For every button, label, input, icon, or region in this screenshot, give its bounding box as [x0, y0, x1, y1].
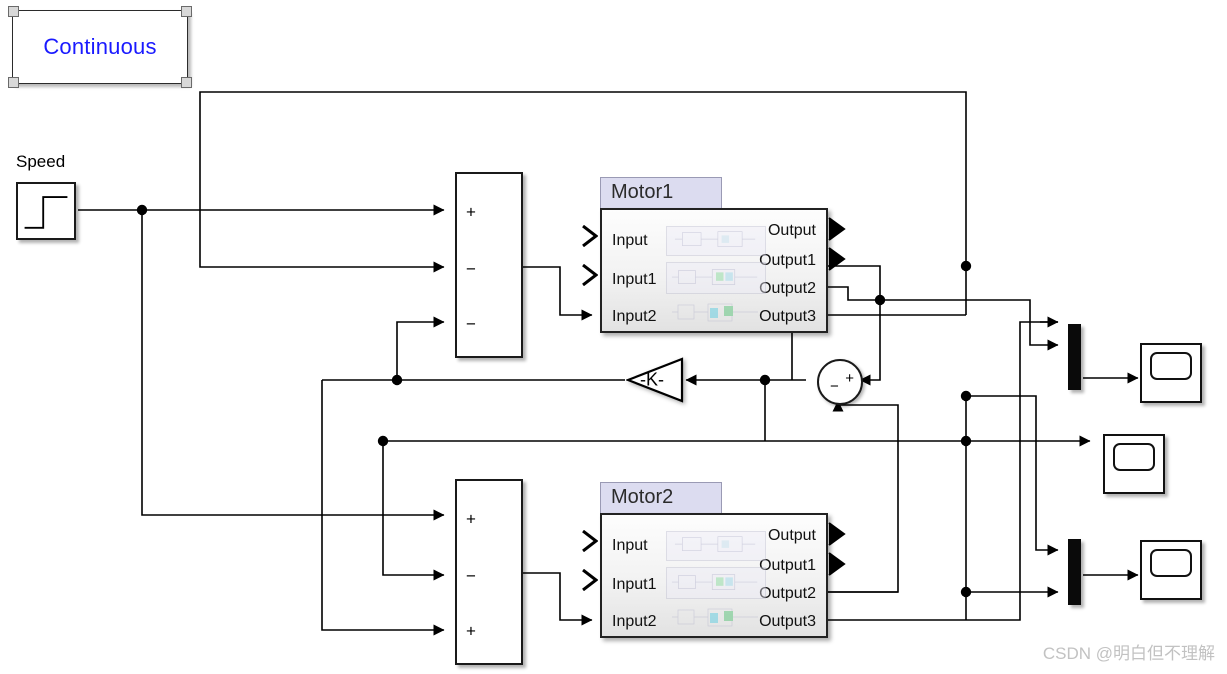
output-chevron-motor1-1 — [828, 247, 846, 271]
output-chevron-motor2-0 — [828, 522, 846, 546]
annotation-continuous[interactable]: Continuous — [8, 6, 192, 88]
round-sum-block[interactable]: + − — [817, 359, 863, 405]
output-chevron-motor2-1 — [828, 552, 846, 576]
mux-block-top[interactable] — [1068, 324, 1081, 390]
scope-screen-icon — [1113, 443, 1155, 471]
sum-sign-2: − — [466, 566, 476, 586]
input-chevron-motor2-0 — [582, 530, 598, 552]
step-block-label: Speed — [16, 152, 66, 171]
sum-block-top[interactable]: + − − — [455, 172, 523, 358]
watermark: CSDN @明白但不理解 — [1042, 644, 1215, 663]
gain-triangle-icon — [626, 357, 684, 403]
input-port-label-1: Input1 — [612, 576, 657, 593]
input-chevron-motor1-0 — [582, 225, 598, 247]
scope-screen-icon — [1150, 549, 1192, 577]
scope-middle[interactable] — [1103, 434, 1165, 494]
sum-sign-1: + — [466, 202, 476, 222]
input-port-label-2: Input2 — [612, 613, 657, 630]
resize-handle-top-left[interactable] — [8, 6, 19, 17]
mux-block-bottom[interactable] — [1068, 539, 1081, 605]
thumbnail-pane-3 — [670, 300, 762, 326]
subsystem-label-motor2: Motor2 — [600, 482, 722, 515]
thumbnail-pane-2 — [666, 567, 766, 599]
input-chevron-motor2-1 — [582, 569, 598, 591]
output-chevron-motor1-0 — [828, 217, 846, 241]
output-port-label-0: Output — [767, 527, 816, 544]
thumbnail-pane-2 — [666, 262, 766, 294]
output-port-label-3: Output3 — [759, 308, 816, 325]
sum-sign-3: − — [466, 314, 476, 334]
step-block[interactable] — [16, 182, 76, 240]
output-port-label-1: Output1 — [759, 252, 816, 269]
round-sum-plus: + — [845, 370, 854, 387]
thumbnail-pane-3 — [670, 605, 762, 631]
subsystem-motor2[interactable]: Input Input1 Input2 Output Output1 Outpu… — [600, 513, 828, 638]
round-sum-minus: − — [830, 378, 839, 395]
output-port-label-1: Output1 — [759, 557, 816, 574]
thumbnail-pane-1 — [666, 226, 766, 256]
resize-handle-top-right[interactable] — [181, 6, 192, 17]
sum-sign-1: + — [466, 509, 476, 529]
input-chevron-motor1-1 — [582, 264, 598, 286]
scope-top[interactable] — [1140, 343, 1202, 403]
input-port-label-2: Input2 — [612, 308, 657, 325]
resize-handle-bottom-left[interactable] — [8, 77, 19, 88]
thumbnail-pane-1 — [666, 531, 766, 561]
scope-screen-icon — [1150, 352, 1192, 380]
gain-block[interactable]: -K- — [626, 357, 684, 403]
input-port-label-0: Input — [612, 537, 648, 554]
output-port-label-0: Output — [767, 222, 816, 239]
resize-handle-bottom-right[interactable] — [181, 77, 192, 88]
input-port-label-0: Input — [612, 232, 648, 249]
sum-block-bottom[interactable]: + − + — [455, 479, 523, 665]
scope-bottom[interactable] — [1140, 540, 1202, 600]
output-port-label-2: Output2 — [759, 585, 816, 602]
step-waveform-icon — [24, 196, 68, 229]
input-port-label-1: Input1 — [612, 271, 657, 288]
sum-sign-3: + — [466, 621, 476, 641]
subsystem-motor1[interactable]: Input Input1 Input2 Output Output1 Outpu… — [600, 208, 828, 333]
subsystem-preview-thumbnail — [664, 529, 768, 633]
output-port-label-2: Output2 — [759, 280, 816, 297]
output-port-label-3: Output3 — [759, 613, 816, 630]
subsystem-preview-thumbnail — [664, 224, 768, 328]
sum-sign-2: − — [466, 259, 476, 279]
subsystem-label-motor1: Motor1 — [600, 177, 722, 210]
annotation-text: Continuous — [43, 34, 157, 59]
